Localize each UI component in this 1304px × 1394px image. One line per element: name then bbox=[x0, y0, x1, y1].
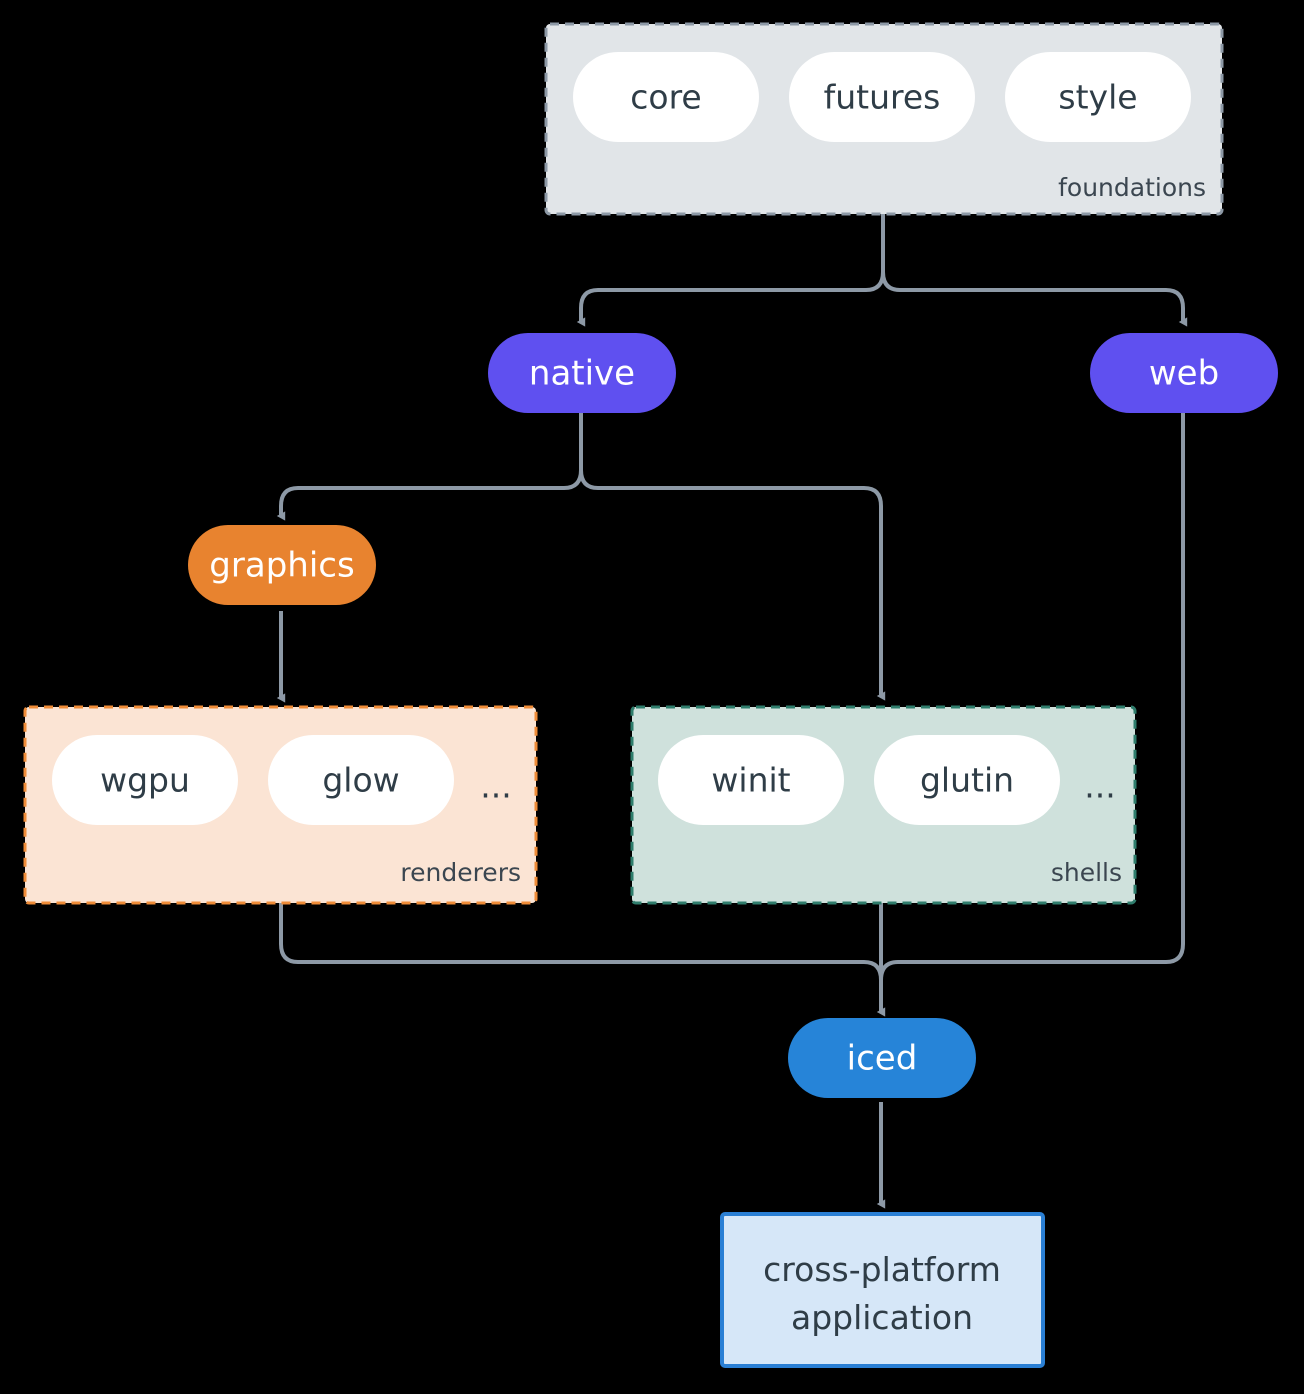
iced-pill[interactable] bbox=[788, 1018, 976, 1098]
chip-glutin[interactable] bbox=[874, 735, 1060, 825]
chip-style[interactable] bbox=[1005, 52, 1191, 142]
edge-native-to-graphics bbox=[276, 412, 583, 521]
chip-glutin-label: glutin bbox=[920, 761, 1014, 800]
iced-label: iced bbox=[847, 1039, 918, 1079]
chip-wgpu[interactable] bbox=[52, 735, 238, 825]
shells-group-label: shells bbox=[1051, 858, 1122, 887]
group-renderers: wgpu glow ... renderers bbox=[23, 705, 538, 905]
foundations-group-label: foundations bbox=[1058, 173, 1206, 202]
node-iced[interactable]: iced bbox=[788, 1018, 976, 1098]
graphics-label: graphics bbox=[209, 546, 354, 586]
edge-layer bbox=[276, 214, 1188, 1209]
edge-renderers-to-iced bbox=[279, 902, 883, 1012]
chip-style-label: style bbox=[1058, 78, 1137, 117]
chip-winit-label: winit bbox=[711, 761, 790, 800]
chip-glow-label: glow bbox=[322, 761, 399, 800]
web-pill[interactable] bbox=[1090, 333, 1278, 413]
web-label: web bbox=[1149, 354, 1219, 394]
node-native[interactable]: native bbox=[488, 333, 676, 413]
node-web[interactable]: web bbox=[1090, 333, 1278, 413]
chip-glow[interactable] bbox=[268, 735, 454, 825]
edge-foundations-to-web bbox=[881, 214, 1188, 327]
node-cross-platform-application[interactable]: cross-platform application bbox=[720, 1212, 1045, 1368]
application-box[interactable] bbox=[720, 1212, 1045, 1368]
chip-futures-label: futures bbox=[824, 78, 941, 117]
native-label: native bbox=[529, 354, 635, 394]
node-graphics[interactable]: graphics bbox=[188, 525, 376, 605]
chip-wgpu-label: wgpu bbox=[100, 761, 190, 800]
shells-overflow-ellipsis: ... bbox=[1084, 767, 1115, 806]
group-shells: winit glutin ... shells bbox=[630, 705, 1137, 905]
edge-native-to-shells bbox=[579, 412, 886, 701]
edge-foundations-to-native bbox=[576, 214, 885, 327]
chip-core[interactable] bbox=[573, 52, 759, 142]
application-label-line1: cross-platform bbox=[763, 1250, 1001, 1289]
renderers-overflow-ellipsis: ... bbox=[480, 767, 511, 806]
native-pill[interactable] bbox=[488, 333, 676, 413]
chip-core-label: core bbox=[630, 78, 701, 117]
chip-winit[interactable] bbox=[658, 735, 844, 825]
application-label-line2: application bbox=[791, 1298, 973, 1337]
group-foundations: core futures style foundations bbox=[544, 22, 1224, 216]
renderers-group-label: renderers bbox=[400, 858, 521, 887]
chip-futures[interactable] bbox=[789, 52, 975, 142]
graphics-pill[interactable] bbox=[188, 525, 376, 605]
